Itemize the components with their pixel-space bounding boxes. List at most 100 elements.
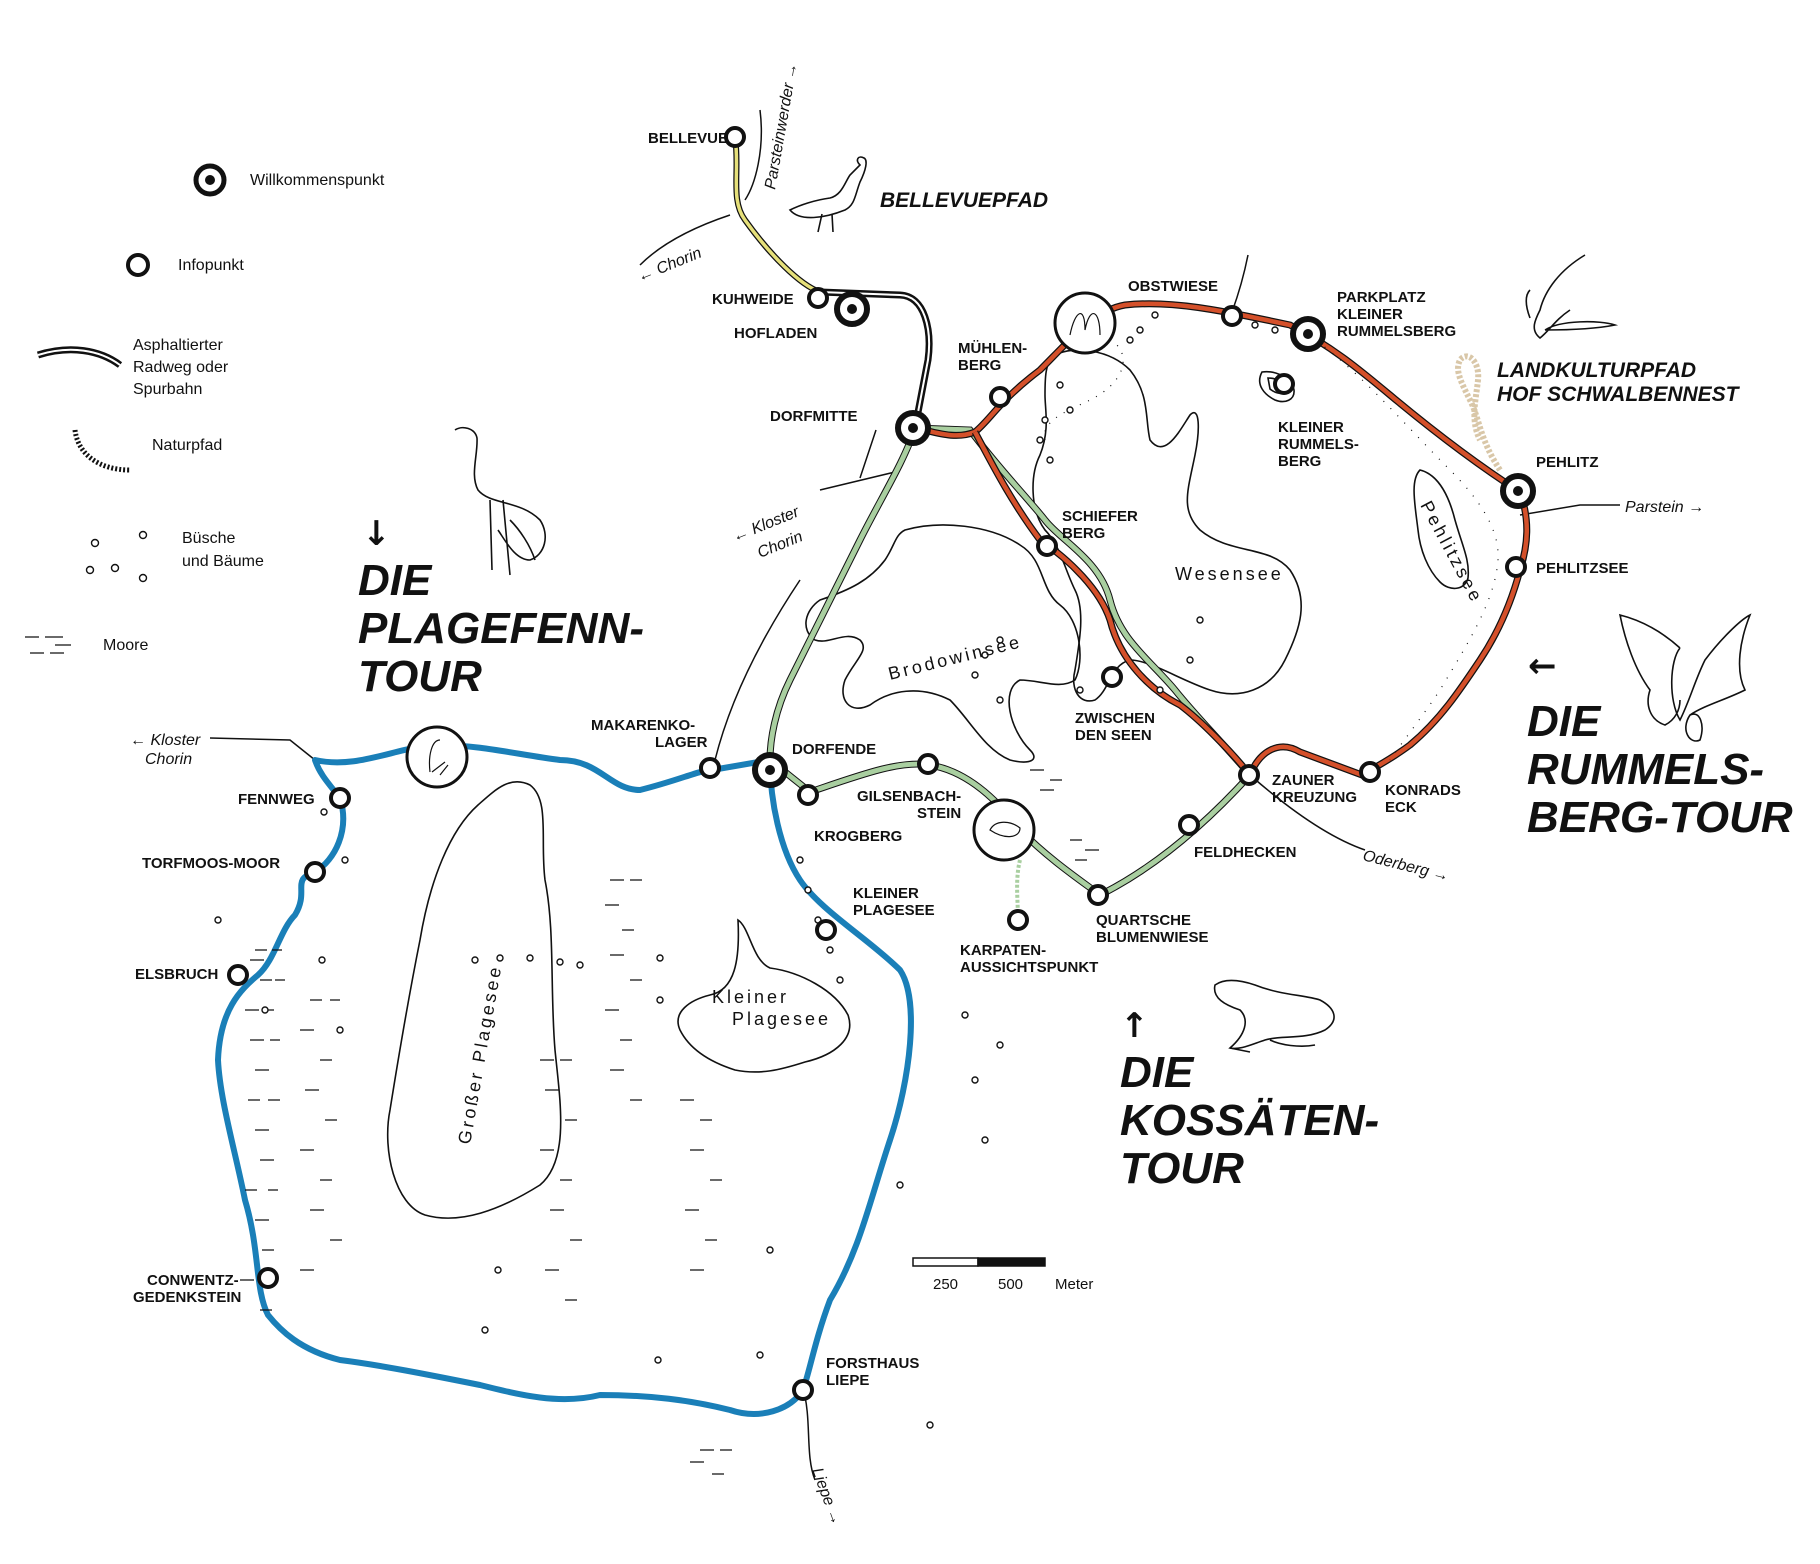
info-conwentz[interactable] bbox=[257, 1267, 279, 1289]
road-kloster-chorin-left bbox=[209, 737, 316, 761]
label-quartsche-1: QUARTSCHE bbox=[1096, 912, 1191, 929]
info-krogberg[interactable] bbox=[797, 784, 819, 806]
plagefenn-title-line1: DIE bbox=[358, 556, 433, 605]
info-pehlitzsee[interactable] bbox=[1505, 556, 1527, 578]
label-karpaten-2: AUSSICHTSPUNKT bbox=[960, 959, 1098, 976]
roads bbox=[209, 109, 1620, 1481]
point-labels: BELLEVUE KUHWEIDE HOFLADEN DORFMITTE MÜH… bbox=[133, 130, 1629, 1389]
info-quartsche-blumenwiese[interactable] bbox=[1087, 884, 1109, 906]
plagefenn-title: ↓ DIE PLAGEFENN- TOUR bbox=[358, 514, 644, 701]
rummelsberg-route bbox=[914, 300, 1531, 779]
road-obstwiese-north bbox=[1231, 254, 1249, 313]
landkulturpfad-title-line1: LANDKULTURPFAD bbox=[1497, 359, 1696, 382]
label-krogberg: KROGBERG bbox=[814, 828, 902, 845]
info-elsbruch[interactable] bbox=[227, 964, 249, 986]
legend-moore-label: Moore bbox=[103, 637, 148, 654]
grosser-plagesee-outline bbox=[386, 780, 562, 1219]
welcome-hofladen[interactable] bbox=[834, 291, 870, 327]
bellevuepfad-title: BELLEVUEPFAD bbox=[880, 189, 1048, 212]
label-parkplatz-2: KLEINER bbox=[1337, 306, 1403, 323]
label-zwischen-1: ZWISCHEN bbox=[1075, 710, 1155, 727]
road-parsteinwerder bbox=[744, 109, 763, 201]
legend-buesche: Büsche und Bäume bbox=[85, 530, 264, 583]
info-zwischen-den-seen[interactable] bbox=[1101, 666, 1123, 688]
bellevuepfad-route bbox=[732, 134, 823, 295]
info-zauner-kreuzung[interactable] bbox=[1238, 764, 1260, 786]
welcome-dorfmitte[interactable] bbox=[895, 410, 931, 446]
legend-buesche-line2: und Bäume bbox=[182, 553, 264, 570]
rummelsberg-title-line3: BERG-TOUR bbox=[1527, 793, 1793, 842]
grosser-plagesee-label: Großer Plagesee bbox=[454, 963, 505, 1146]
pehlitzsee-outline bbox=[1413, 469, 1470, 590]
legend-asphalt-line2: Radweg oder bbox=[133, 359, 229, 376]
info-kleiner-rummelsberg[interactable] bbox=[1273, 373, 1295, 395]
legend-moore: Moore bbox=[25, 636, 148, 654]
label-zauner-1: ZAUNER bbox=[1272, 772, 1335, 789]
label-pehlitzsee: PEHLITZSEE bbox=[1536, 560, 1629, 577]
info-kuhweide[interactable] bbox=[807, 287, 829, 309]
welcome-dorfende[interactable] bbox=[752, 752, 788, 788]
kossaeten-arrow: ↑ bbox=[1120, 1006, 1149, 1046]
label-kleiner-rummelsberg-1: KLEINER bbox=[1278, 419, 1344, 436]
rummelsberg-title-line1: DIE bbox=[1527, 697, 1602, 746]
info-schieferberg[interactable] bbox=[1036, 535, 1058, 557]
plagefenn-route bbox=[215, 742, 914, 1417]
road-parstein bbox=[1519, 504, 1620, 516]
scale-unit: Meter bbox=[1055, 1276, 1093, 1293]
welcome-parkplatz[interactable] bbox=[1290, 316, 1326, 352]
brodowinsee-label: Brodowinsee bbox=[886, 631, 1024, 684]
kossaeten-title: ↑ DIE KOSSÄTEN- TOUR bbox=[1120, 1006, 1379, 1193]
kossaeten-title-line3: TOUR bbox=[1120, 1144, 1244, 1193]
label-bellevue: BELLEVUE bbox=[648, 130, 728, 147]
wesensee-label: Wesensee bbox=[1175, 564, 1284, 584]
label-makarenko-2: LAGER bbox=[655, 734, 708, 751]
road-makarenko-west bbox=[714, 579, 801, 761]
info-kleiner-plagesee[interactable] bbox=[815, 919, 837, 941]
rummelsberg-arrow: ← bbox=[1528, 646, 1557, 686]
label-gilsenbach-1: GILSENBACH- bbox=[857, 788, 961, 805]
welcome-pehlitz[interactable] bbox=[1500, 473, 1536, 509]
label-dorfende: DORFENDE bbox=[792, 741, 876, 758]
kleiner-plagesee-label-2: Plagesee bbox=[732, 1009, 831, 1029]
label-konrads-2: ECK bbox=[1385, 799, 1417, 816]
legend-asphalt-line3: Spurbahn bbox=[133, 381, 202, 398]
wesensee-outline bbox=[1032, 349, 1302, 702]
info-feldhecken[interactable] bbox=[1178, 814, 1200, 836]
legend-willkommenspunkt: Willkommenspunkt bbox=[193, 163, 385, 197]
label-schieferberg-2: BERG bbox=[1062, 525, 1105, 542]
kleiner-plagesee-outline bbox=[677, 918, 851, 1073]
moore-marks bbox=[240, 769, 1099, 1475]
plagefenn-title-line3: TOUR bbox=[358, 652, 482, 701]
crane-badge-icon bbox=[405, 725, 469, 789]
label-konrads-1: KONRADS bbox=[1385, 782, 1461, 799]
welcome-points bbox=[752, 291, 1536, 788]
kossaeten-title-line1: DIE bbox=[1120, 1048, 1195, 1097]
scale-bar: 250 500 Meter bbox=[912, 1257, 1093, 1293]
info-muehlenberg[interactable] bbox=[989, 386, 1011, 408]
label-kuhweide: KUHWEIDE bbox=[712, 291, 794, 308]
info-makarenko[interactable] bbox=[699, 757, 721, 779]
dir-parstein: Parstein → bbox=[1625, 499, 1704, 516]
plagefenn-arrow: ↓ bbox=[362, 514, 391, 554]
info-karpaten[interactable] bbox=[1007, 909, 1029, 931]
info-bellevue[interactable] bbox=[724, 126, 746, 148]
info-torfmoos[interactable] bbox=[304, 861, 326, 883]
dir-kloster-chorin-left-2: Chorin bbox=[145, 751, 192, 768]
info-forsthaus[interactable] bbox=[792, 1379, 814, 1401]
label-hofladen: HOFLADEN bbox=[734, 325, 817, 342]
landkulturpfad-title-line2: HOF SCHWALBENNEST bbox=[1497, 383, 1741, 406]
label-karpaten-1: KARPATEN- bbox=[960, 942, 1046, 959]
info-gilsenbachstein[interactable] bbox=[917, 753, 939, 775]
scale-mark-250: 250 bbox=[933, 1276, 958, 1293]
dir-parsteinwerder: Parsteinwerder → bbox=[762, 62, 801, 191]
info-obstwiese[interactable] bbox=[1221, 305, 1243, 327]
label-conwentz-1: CONWENTZ- bbox=[147, 1272, 239, 1289]
label-kleiner-rummelsberg-3: BERG bbox=[1278, 453, 1321, 470]
label-pehlitz: PEHLITZ bbox=[1536, 454, 1599, 471]
info-fennweg[interactable] bbox=[329, 787, 351, 809]
label-fennweg: FENNWEG bbox=[238, 791, 315, 808]
frog-icon bbox=[1213, 979, 1335, 1053]
info-konrads-eck[interactable] bbox=[1359, 761, 1381, 783]
hedge-dots bbox=[1043, 329, 1499, 761]
frog-badge-icon bbox=[972, 798, 1036, 862]
